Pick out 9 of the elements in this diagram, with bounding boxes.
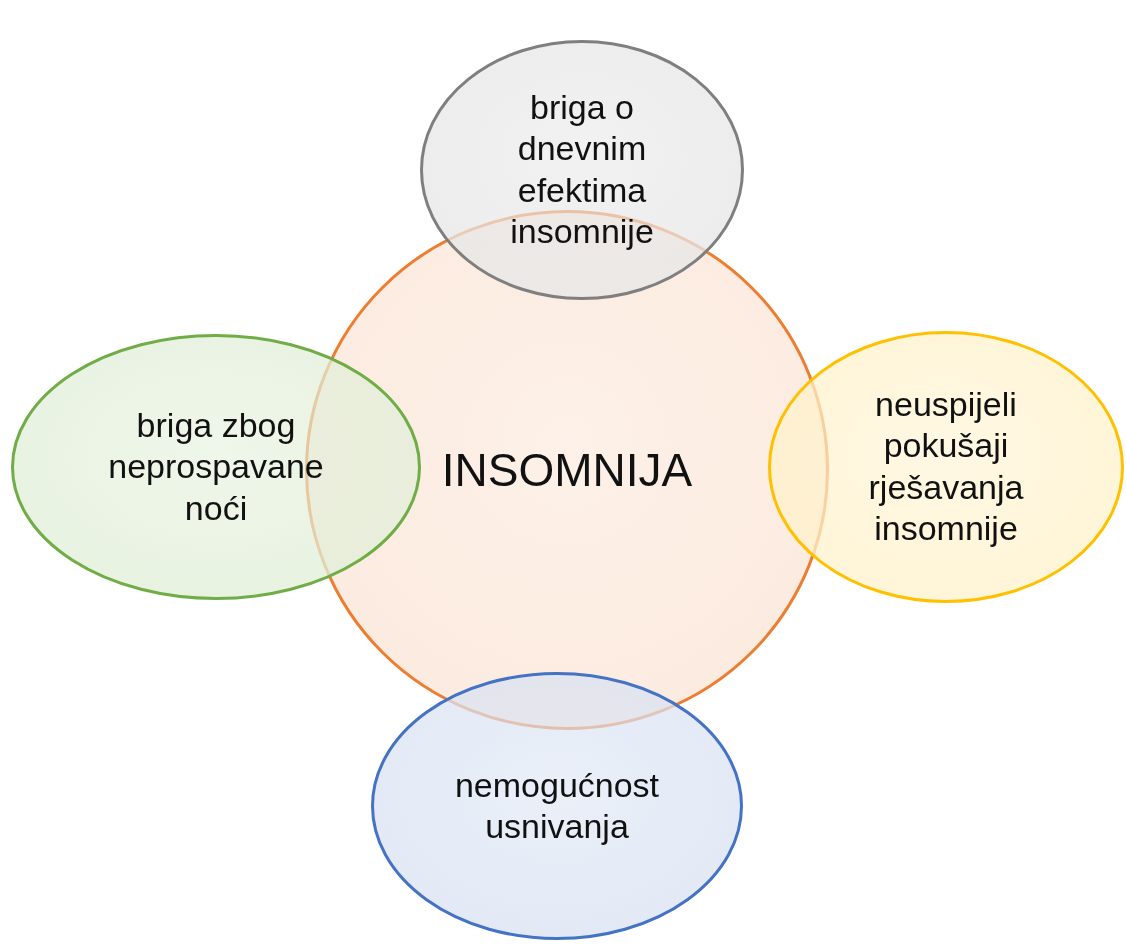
top-ellipse (420, 40, 744, 300)
ellipse-label: nemogućnost usnivanja (453, 764, 661, 847)
ellipse-label: briga zbog neprospavane noći (107, 404, 325, 529)
right-ellipse (768, 331, 1124, 603)
ellipse-label: briga o dnevnim efektima insomnije (509, 87, 655, 253)
ellipse-label: neuspijeli pokušaji rješavanja insomnije (867, 384, 1025, 550)
left-ellipse (11, 334, 421, 600)
center-title: INSOMNIJA (440, 442, 694, 498)
bottom-ellipse (371, 672, 743, 940)
